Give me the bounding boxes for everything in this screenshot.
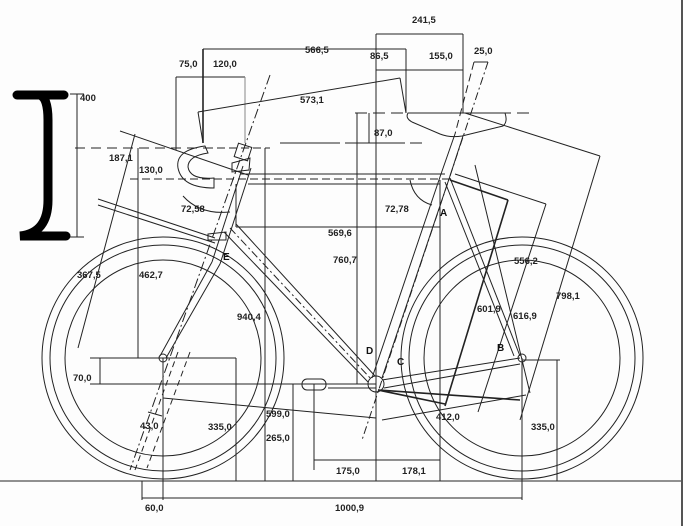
dim-616-9	[478, 204, 546, 412]
stem-clamp	[234, 143, 252, 161]
label-saddle-height-total: 798,1	[556, 291, 580, 302]
point-c-label: C	[397, 357, 405, 368]
dim-798-1	[520, 156, 600, 420]
label-saddle-to-bar: 573,1	[300, 95, 324, 106]
dim-601-9	[445, 200, 508, 406]
handlebar-profile-icon	[17, 95, 66, 236]
label-bb-drop: 70,0	[73, 373, 92, 384]
label-front-center: 940,4	[237, 312, 261, 323]
dim-616-9-top	[455, 174, 546, 204]
label-seat-angle: 72,78	[385, 204, 409, 215]
label-wheelbase: 1000,9	[335, 503, 365, 514]
seatstay-1	[450, 178, 520, 356]
label-saddle-length: 155,0	[429, 51, 453, 62]
fork-blade-right	[166, 264, 220, 358]
label-rear-axle-height: 335,0	[531, 422, 555, 433]
label-stack-spacer: 130,0	[139, 165, 163, 176]
label-head-angle: 72,58	[181, 204, 205, 215]
label-bar-drop: 187,1	[109, 153, 133, 164]
bar-arm-2	[98, 205, 215, 243]
arc-seat-angle	[410, 180, 432, 205]
arc-head-angle	[183, 196, 230, 212]
point-e-label: E	[223, 252, 230, 263]
dim-412	[378, 390, 445, 404]
down-tube-top	[236, 224, 375, 376]
steering-axis	[130, 75, 270, 470]
dim-556-2-line	[475, 165, 530, 393]
point-d-label: D	[366, 346, 374, 357]
dim-601-9-top	[450, 180, 508, 200]
label-bar-reach-back: 75,0	[179, 59, 198, 70]
fork-offset-dash-2	[147, 352, 190, 468]
label-fork-length: 367,5	[77, 270, 101, 281]
dim-seat-bottom	[382, 395, 526, 420]
dim-43	[148, 412, 162, 416]
dim-573-1	[198, 78, 400, 112]
point-b-label: B	[497, 343, 505, 354]
dim-573-1-end-2	[400, 78, 406, 113]
fork-offset-dash-1	[135, 352, 178, 470]
headset-bottom	[208, 232, 226, 240]
label-rear-offset: 178,1	[402, 466, 426, 477]
dim-573-1-end	[198, 112, 203, 143]
label-chainstay: 412,0	[436, 412, 460, 423]
down-tube-axis	[230, 228, 372, 380]
label-saddle-drop: 87,0	[374, 128, 393, 139]
label-seatpost-diameter: 25,0	[474, 46, 493, 57]
seat-tube-left	[372, 174, 441, 378]
dim-187-1	[78, 134, 135, 348]
label-handlebar-height: 400	[80, 93, 96, 104]
head-tube-left	[212, 166, 243, 262]
down-tube-bottom	[224, 232, 368, 382]
label-seat-tube-c-t: 556,2	[514, 256, 538, 267]
label-bb-to-saddle-height: 760,7	[333, 255, 357, 266]
seatpost-dash	[455, 62, 474, 134]
seatpost-left	[441, 134, 455, 174]
bar-arm	[98, 199, 215, 238]
dim-943-line	[163, 398, 376, 418]
label-top-tube: 569,6	[328, 228, 352, 239]
label-top-reach: 566,5	[305, 45, 329, 56]
label-bb-to-front: 599,0	[266, 409, 290, 420]
label-bb-height: 265,0	[266, 433, 290, 444]
chainstay-bottom	[384, 364, 520, 388]
label-saddle-setback-total: 241,5	[412, 15, 436, 26]
seat-tube-axis	[362, 62, 488, 440]
handlebar-drop	[178, 146, 214, 188]
label-fork-offset: 43,0	[140, 421, 159, 432]
stem-reach-arm	[120, 131, 248, 175]
label-stem-reach: 120,0	[213, 59, 237, 70]
saddle	[407, 113, 506, 137]
seatstay-2	[445, 182, 514, 356]
label-saddle-nose-offset: 86,5	[370, 51, 389, 62]
label-trail: 60,0	[145, 503, 164, 514]
point-a-label: A	[440, 208, 448, 219]
seatpost-right	[450, 136, 463, 176]
label-seat-tube-c-c: 601,9	[477, 304, 501, 315]
label-seat-tube-effective: 616,9	[513, 311, 537, 322]
label-stack: 462,7	[139, 270, 163, 281]
label-front-axle-height: 335,0	[208, 422, 232, 433]
fork-blade-left	[160, 262, 212, 356]
chainstay-top	[382, 358, 520, 380]
dim-798-1-top	[465, 113, 600, 156]
label-crank-length: 175,0	[336, 466, 360, 477]
right-border	[681, 0, 683, 526]
